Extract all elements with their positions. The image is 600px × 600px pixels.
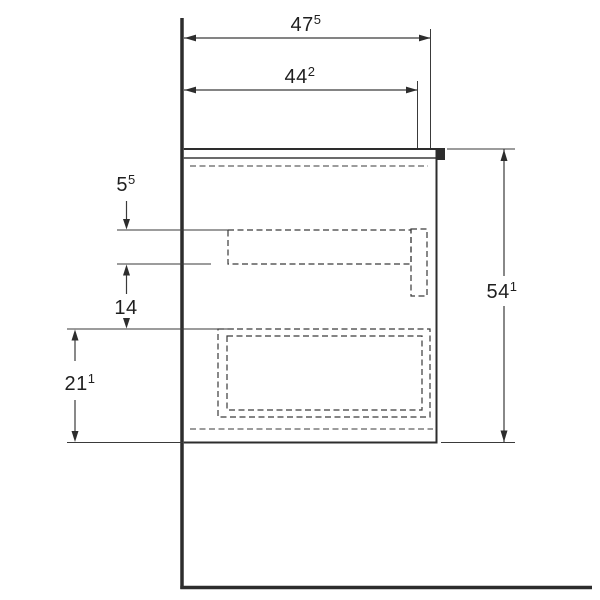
dim-upper-offset-arrowhead-down [123,219,130,230]
dim-inner-width-arrowhead-right [406,86,418,94]
dim-lower-height-label: 211 [65,371,96,395]
washbasin-front-edge [437,149,445,160]
dim-inner-width-arrowhead-left [184,86,196,94]
dim-lower-height-arrowhead-up [71,329,79,341]
dim-total-height-label-mask [479,276,529,306]
dim-total-height-label: 541 [487,279,518,303]
dim-upper-offset-arrowhead-up [123,264,130,276]
dim-total-width-arrowhead-right [419,34,431,42]
dim-upper-offset-label: 55 [116,172,135,196]
dim-total-height-arrowhead-up [500,149,508,161]
dim-drawer-spacing-arrowhead-down [123,318,130,329]
lower-drawer-outer-outline [217,328,431,418]
dim-lower-height-arrowhead-down [71,431,79,442]
upper-drawer-outline [227,229,412,265]
upper-drawer-front-outline [410,228,428,297]
dim-total-width-arrowhead-left [184,34,196,42]
lower-drawer-inner-outline [226,335,423,411]
dim-total-width-label: 475 [291,12,322,36]
dim-total-height-arrowhead-down [500,430,508,442]
dim-inner-width-label: 442 [285,64,316,88]
dim-drawer-spacing-label: 14 [114,297,137,319]
